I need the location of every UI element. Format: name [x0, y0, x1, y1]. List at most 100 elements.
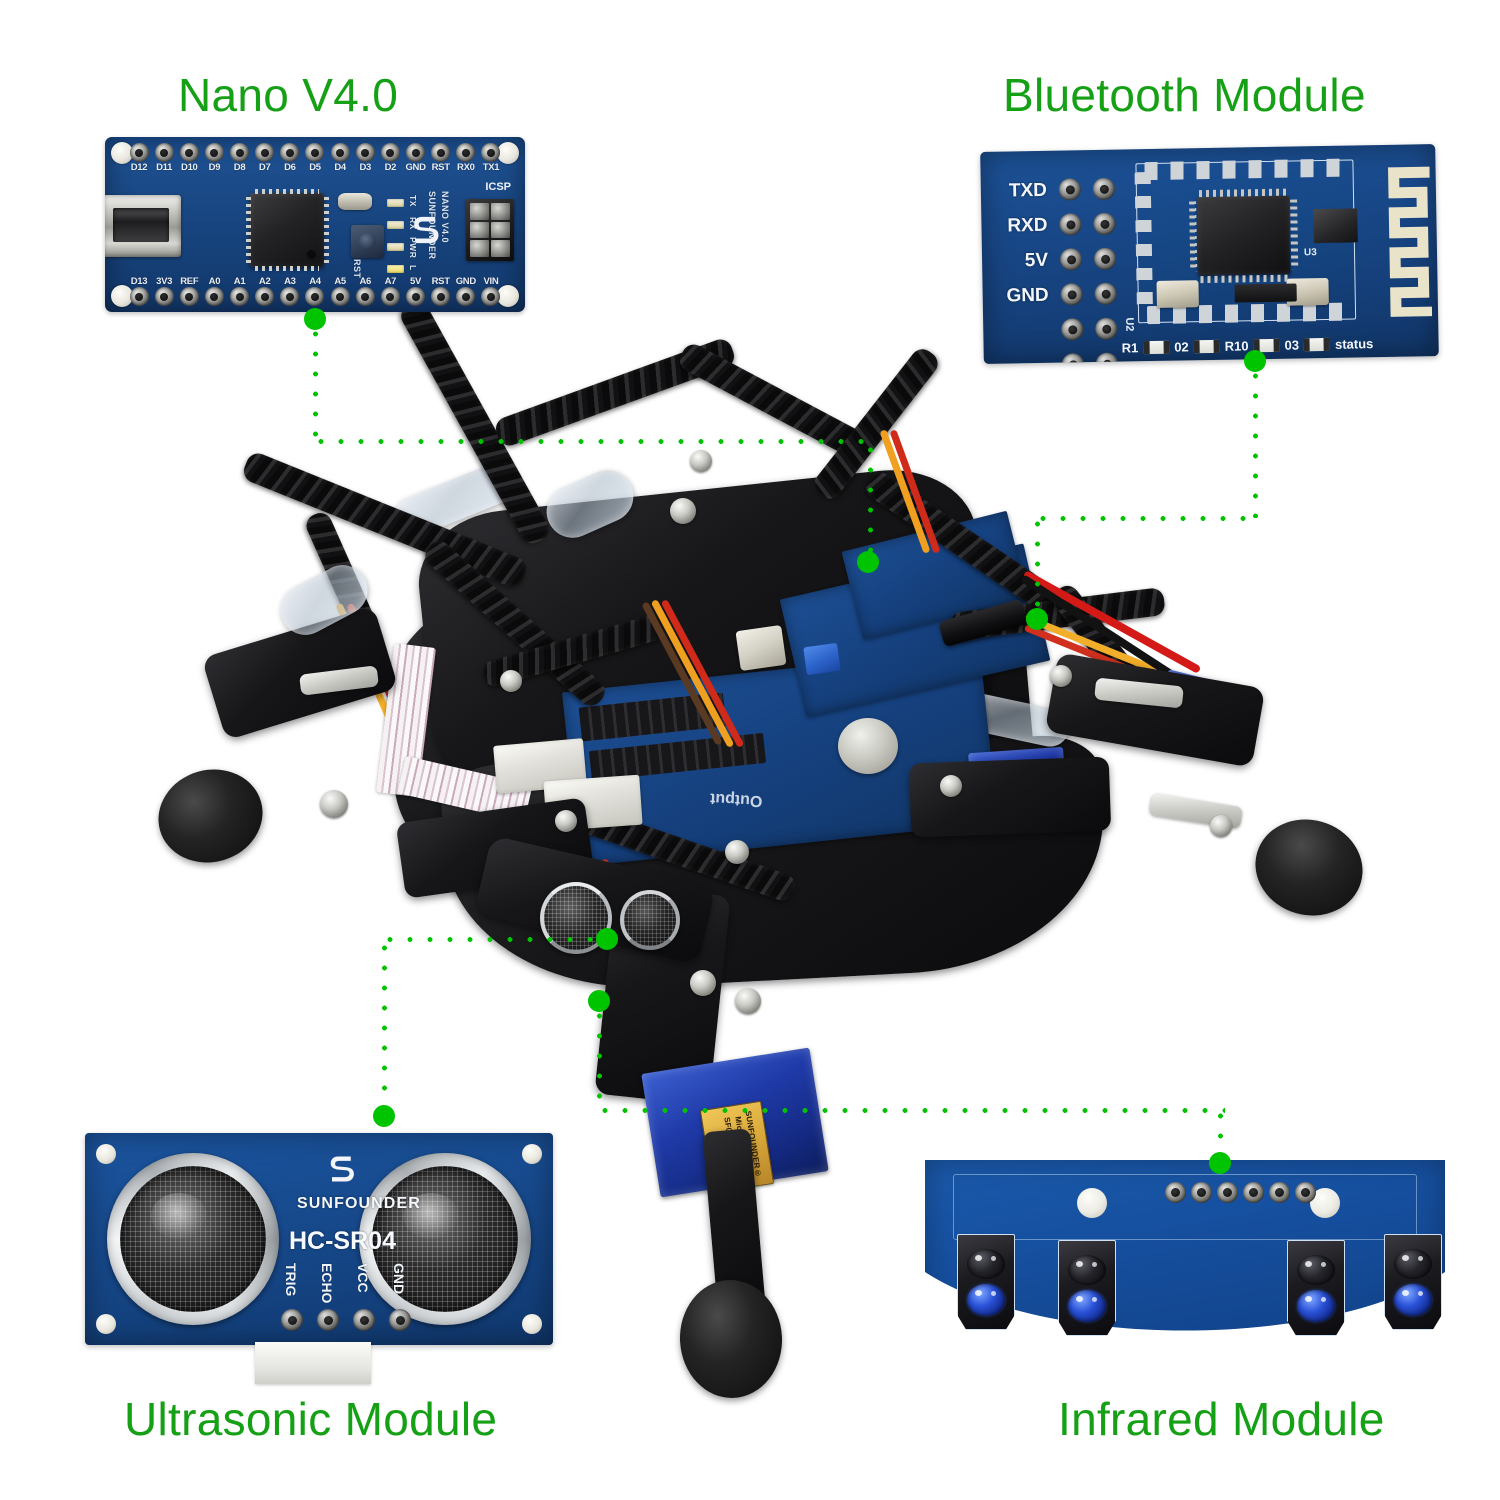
nano-pin-a2: A2 [255, 276, 275, 306]
pin-pad [330, 287, 350, 306]
bt-pin-label-rxd: RXD [1007, 214, 1048, 237]
pin-pad [406, 287, 426, 306]
ir-emitter-led-icon [1394, 1284, 1432, 1316]
icsp-silk-label: ICSP [485, 181, 511, 193]
pin-label: D3 [359, 162, 372, 173]
led-pwr [387, 243, 404, 251]
mounting-hole [96, 1144, 116, 1164]
pin-label: D13 [130, 276, 148, 287]
pin-pad [355, 143, 375, 162]
pin-label: GND [405, 162, 426, 173]
bluetooth-soc-chip [1197, 195, 1291, 276]
chip-legs-left [1189, 201, 1198, 272]
silkscreen-brand: SUNFOUNDER [427, 191, 437, 260]
connector-endpoint-nano [304, 308, 326, 330]
smd-resistor [1303, 337, 1331, 351]
ir-photodiode-icon [1394, 1249, 1432, 1279]
pin-label: RX0 [457, 162, 475, 173]
nano-pin-d7: D7 [255, 143, 275, 173]
bt-silk-02: 02 [1174, 338, 1189, 355]
smd-resistor [1143, 340, 1170, 354]
bluetooth-shield-area: U3 [1134, 158, 1358, 325]
screw [735, 988, 761, 1014]
ir-sensor-2 [1058, 1240, 1116, 1336]
bluetooth-flash-chip [1313, 208, 1358, 244]
nano-pin-ref: REF [179, 276, 199, 306]
connector-endpoint-ir-robot [588, 990, 610, 1012]
connector-line-ir-horizontal [595, 1106, 1225, 1115]
silkscreen-model: NANO V4.0 [440, 191, 450, 244]
screw [555, 810, 577, 832]
bluetooth-bottom-silkscreen: R1 02 R10 03 status [1121, 330, 1434, 359]
atmega-mcu-chip [250, 193, 324, 267]
nano-pin-a5: A5 [330, 276, 350, 306]
led-rx [387, 221, 404, 229]
pin-label: 3V3 [156, 276, 173, 287]
callout-label-ultrasonic: Ultrasonic Module [124, 1393, 498, 1445]
nano-pin-d2: D2 [380, 143, 400, 173]
pin-label: 5V [410, 276, 422, 287]
mounting-hole [497, 142, 519, 164]
led-l [387, 265, 404, 273]
led-tx [387, 199, 404, 207]
pin-label: RST [431, 162, 450, 173]
pin-label: D4 [334, 162, 346, 173]
nano-pin-d13: D13 [129, 276, 149, 306]
led-label-tx: TX [408, 195, 418, 207]
capacitor-420uf [735, 624, 787, 672]
bt-silk-status: status [1334, 335, 1374, 352]
connector-line-ir-vertical [595, 1006, 604, 1110]
nano-pin-a4: A4 [305, 276, 325, 306]
pcb-antenna-icon [1388, 166, 1433, 318]
connector-line-bt-vertical [1251, 366, 1260, 518]
leg-link [908, 756, 1112, 838]
pin-pad [456, 287, 476, 306]
pin-label: A1 [233, 276, 246, 287]
pin-label: TX1 [482, 162, 500, 173]
ir-sensor-4 [1384, 1234, 1442, 1330]
mounting-hole [111, 142, 133, 164]
ultrasonic-pin-labels: TRIG ECHO VCC GND [283, 1263, 407, 1303]
nano-pin-5v: 5V [406, 276, 426, 306]
screw [690, 450, 712, 472]
sunfounder-logo-icon [414, 216, 439, 244]
ultrasonic-brand-text: SUNFOUNDER [297, 1195, 421, 1212]
nano-pin-rst: RST [431, 276, 451, 306]
connector-endpoint-bluetooth [1244, 350, 1266, 372]
screw [500, 670, 522, 692]
pin-pad [406, 143, 426, 162]
nano-pin-d4: D4 [330, 143, 350, 173]
ultrasonic-pin-label-echo: ECHO [319, 1263, 335, 1304]
pin-pad [179, 287, 199, 306]
reset-button[interactable] [351, 225, 384, 258]
mounting-hole [522, 1314, 542, 1334]
ultrasonic-pin-pads [281, 1309, 411, 1331]
nano-pin-d10: D10 [179, 143, 199, 173]
chip-legs [246, 197, 251, 263]
pin-label: D2 [384, 162, 397, 173]
chip-legs [324, 197, 329, 263]
pin-label: A0 [208, 276, 221, 287]
pcb-trace-outline [953, 1174, 1417, 1240]
pin-label: A6 [359, 276, 372, 287]
chip-legs [255, 266, 319, 271]
mounting-hole [96, 1314, 116, 1334]
ultrasonic-module-board: SUNFOUNDER HC-SR04 TRIG ECHO VCC GND [85, 1133, 553, 1345]
castellation-left [1134, 172, 1154, 315]
pin-pad [380, 287, 400, 306]
castellation-top [1144, 158, 1345, 181]
screw [670, 498, 696, 524]
pin-pad [355, 287, 375, 306]
pin-label: D11 [156, 162, 173, 173]
connector-line-nano-horizontal [311, 437, 871, 446]
ultrasonic-mount-tab [255, 1342, 371, 1384]
pin-pad [305, 287, 325, 306]
bt-silk-r1: R1 [1121, 339, 1139, 356]
pin-pad [154, 287, 174, 306]
regulator-ic [1234, 283, 1297, 303]
bluetooth-pin-label-column: TXD RXD 5V GND [991, 173, 1049, 314]
connector-line-ultra-vertical [380, 938, 389, 1113]
pin-label: GND [455, 276, 477, 287]
